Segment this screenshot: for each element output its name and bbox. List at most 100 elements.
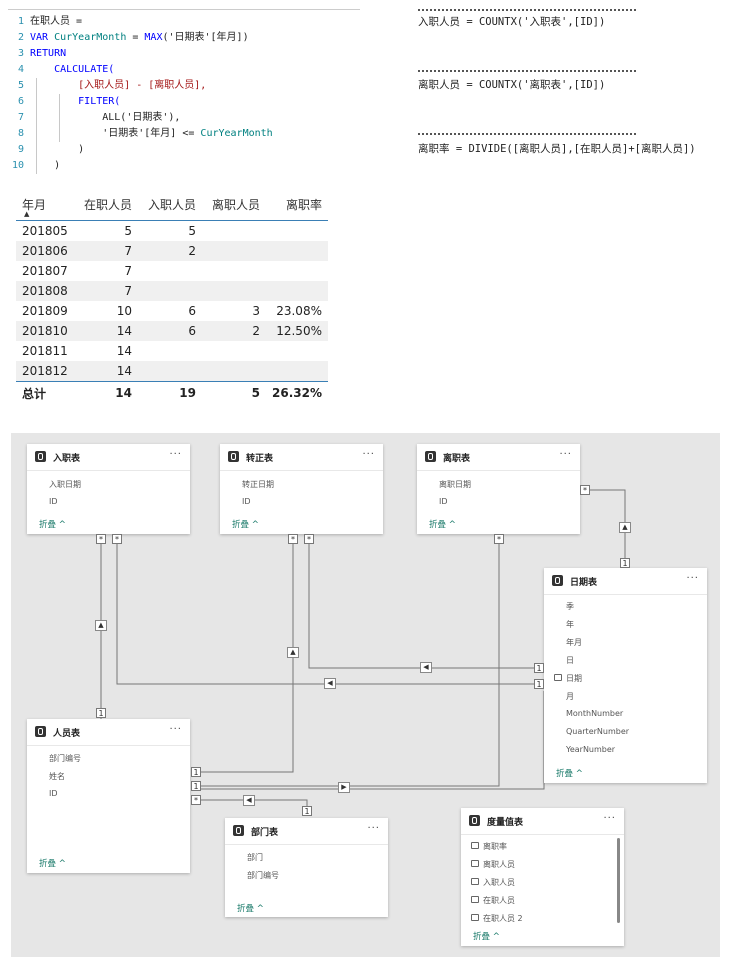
matrix-cell	[202, 221, 266, 242]
measure-item[interactable]: 离职率	[471, 841, 507, 852]
matrix-cell	[266, 361, 328, 382]
filter-direction-right-icon[interactable]: ▶	[338, 782, 350, 793]
field-item[interactable]: 部门编号	[247, 871, 279, 880]
scrollbar[interactable]	[617, 838, 620, 923]
table-icon	[35, 451, 46, 462]
filter-direction-left-icon[interactable]: ◀	[324, 678, 336, 689]
filter-direction-up-icon[interactable]: ▲	[619, 522, 631, 533]
field-item-date[interactable]: 日期	[554, 673, 582, 684]
line-number: 1	[17, 16, 24, 27]
collapse-button[interactable]: 折叠 ^	[39, 859, 66, 869]
code-token: ('日期表'[年月])	[162, 32, 249, 43]
column-header-hired[interactable]: 入职人员	[138, 188, 202, 221]
code-token: VAR	[30, 32, 55, 43]
more-options-icon[interactable]: ···	[169, 724, 182, 735]
measure-hire-formula: 入职人员 = COUNTX('入职表',[ID])	[418, 16, 606, 28]
collapse-button[interactable]: 折叠 ^	[473, 932, 500, 942]
table-card-header[interactable]: 度量值表 ···	[461, 808, 624, 835]
table-card-header[interactable]: 离职表 ···	[417, 444, 580, 471]
field-item[interactable]: ID	[242, 497, 251, 506]
code-token: CALCULATE(	[30, 64, 115, 75]
table-card-person[interactable]: 人员表 ··· 部门编号 姓名 ID 折叠 ^	[27, 719, 190, 873]
table-card-header[interactable]: 日期表 ···	[544, 568, 707, 595]
field-item[interactable]: 转正日期	[242, 480, 274, 489]
field-item[interactable]: 姓名	[49, 772, 65, 781]
more-options-icon[interactable]: ···	[559, 449, 572, 460]
matrix-header-row: 年月▲ 在职人员 入职人员 离职人员 离职率	[16, 188, 328, 221]
table-card-leave[interactable]: 离职表 ··· 离职日期 ID 折叠 ^	[417, 444, 580, 534]
field-item[interactable]: 季	[566, 602, 574, 611]
table-card-measures[interactable]: 度量值表 ··· 离职率 离职人员 入职人员 在职人员 在职人员 2 折叠 ^	[461, 808, 624, 946]
model-diagram-canvas[interactable]: 入职表 ··· 入职日期 ID 折叠 ^ 转正表 ··· 转正日期 ID 折叠 …	[11, 433, 720, 957]
filter-direction-up-icon[interactable]: ▲	[95, 620, 107, 631]
sort-ascending-icon: ▲	[24, 210, 30, 218]
collapse-button[interactable]: 折叠 ^	[232, 520, 259, 530]
filter-direction-left-icon[interactable]: ◀	[243, 795, 255, 806]
field-item[interactable]: MonthNumber	[566, 709, 624, 718]
table-card-header[interactable]: 人员表 ···	[27, 719, 190, 746]
cardinality-many-badge: *	[580, 485, 590, 495]
field-item[interactable]: 年月	[566, 638, 582, 647]
cardinality-one-badge: 1	[191, 767, 201, 777]
more-options-icon[interactable]: ···	[169, 449, 182, 460]
measure-item[interactable]: 入职人员	[471, 877, 515, 888]
collapse-button[interactable]: 折叠 ^	[556, 769, 583, 779]
field-item[interactable]: ID	[439, 497, 448, 506]
field-item[interactable]: ID	[49, 789, 58, 798]
matrix-cell	[266, 281, 328, 301]
matrix-cell: 7	[124, 264, 132, 278]
matrix-cell: 23.08%	[276, 304, 322, 318]
column-header-left[interactable]: 离职人员	[202, 188, 266, 221]
field-item[interactable]: YearNumber	[566, 745, 616, 754]
code-text: ALL('日期表'),	[30, 110, 180, 126]
code-text: FILTER(	[30, 94, 120, 110]
field-item[interactable]: 日	[566, 656, 574, 665]
collapse-button[interactable]: 折叠 ^	[429, 520, 456, 530]
measure-item[interactable]: 离职人员	[471, 859, 515, 870]
table-card-header[interactable]: 部门表 ···	[225, 818, 388, 845]
field-item[interactable]: 入职日期	[49, 480, 81, 489]
field-item[interactable]: 部门编号	[49, 754, 81, 763]
table-card-header[interactable]: 入职表 ···	[27, 444, 190, 471]
field-item[interactable]: 离职日期	[439, 480, 471, 489]
column-header-rate[interactable]: 离职率	[266, 188, 328, 221]
field-item[interactable]: 月	[566, 692, 574, 701]
column-header-yearmonth[interactable]: 年月▲	[16, 188, 74, 221]
field-item[interactable]: QuarterNumber	[566, 727, 630, 736]
collapse-button[interactable]: 折叠 ^	[39, 520, 66, 530]
table-title: 离职表	[443, 454, 471, 464]
measure-item[interactable]: 在职人员 2	[471, 913, 523, 924]
table-icon	[469, 815, 480, 826]
more-options-icon[interactable]: ···	[362, 449, 375, 460]
more-options-icon[interactable]: ···	[686, 573, 699, 584]
table-card-hire[interactable]: 入职表 ··· 入职日期 ID 折叠 ^	[27, 444, 190, 534]
field-item[interactable]: 年	[566, 620, 574, 629]
line-number: 3	[17, 48, 24, 59]
table-card-regular[interactable]: 转正表 ··· 转正日期 ID 折叠 ^	[220, 444, 383, 534]
cardinality-one-badge: 1	[534, 679, 544, 689]
measure-item[interactable]: 在职人员	[471, 895, 515, 906]
field-item[interactable]: ID	[49, 497, 58, 506]
matrix-cell: 3	[252, 304, 260, 318]
filter-direction-up-icon[interactable]: ▲	[287, 647, 299, 658]
more-options-icon[interactable]: ···	[603, 813, 616, 824]
table-card-department[interactable]: 部门表 ··· 部门 部门编号 折叠 ^	[225, 818, 388, 917]
filter-direction-left-icon[interactable]: ◀	[420, 662, 432, 673]
measure-divider	[418, 9, 636, 11]
table-card-date[interactable]: 日期表 ··· 季 年 年月 日 日期 月 MonthNumber Quarte…	[544, 568, 707, 783]
table-card-header[interactable]: 转正表 ···	[220, 444, 383, 471]
collapse-button[interactable]: 折叠 ^	[237, 904, 264, 914]
column-header-employed[interactable]: 在职人员	[74, 188, 138, 221]
more-options-icon[interactable]: ···	[367, 823, 380, 834]
field-item[interactable]: 部门	[247, 853, 263, 862]
